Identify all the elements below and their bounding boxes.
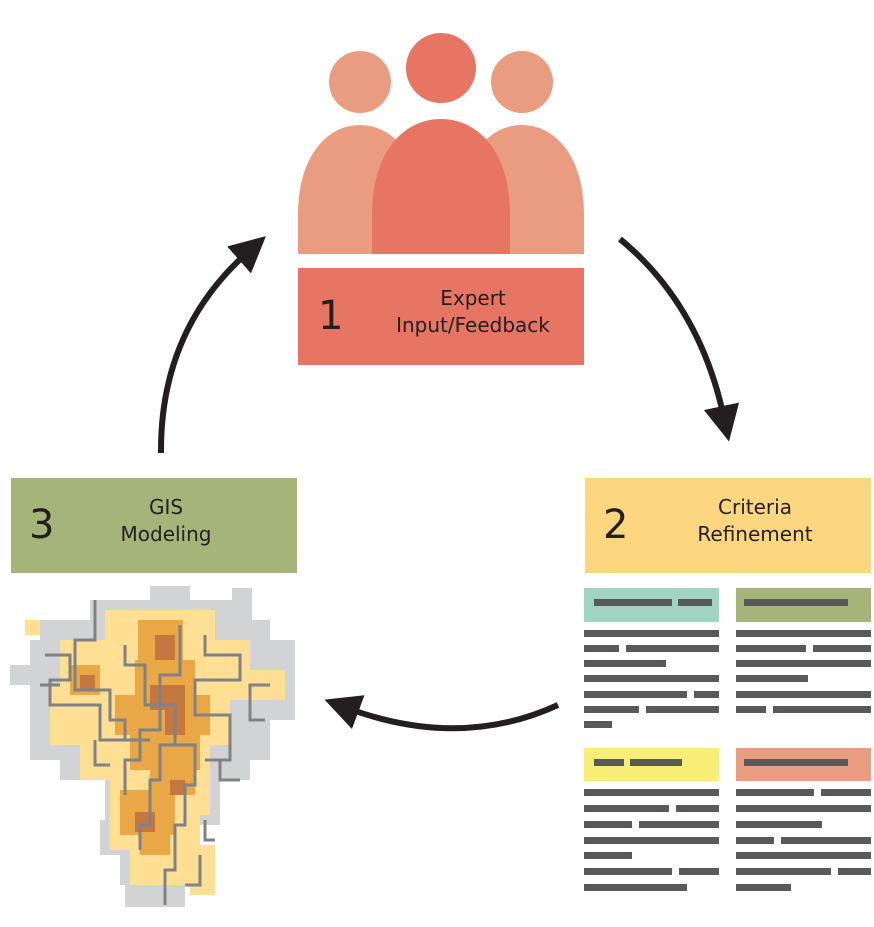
step-1-label-line2: Input/Feedback bbox=[396, 313, 550, 337]
step-2-label: Criteria Refinement bbox=[655, 494, 855, 548]
step-1-number: 1 bbox=[318, 293, 344, 339]
arrow-2-to-3 bbox=[324, 695, 560, 732]
people-group-icon bbox=[298, 33, 584, 254]
step-1-box: 1 Expert Input/Feedback bbox=[298, 268, 584, 365]
step-2-label-line1: Criteria bbox=[718, 495, 792, 519]
step-3-label-line2: Modeling bbox=[120, 522, 212, 546]
gis-grid-map-icon bbox=[10, 586, 295, 907]
step-2-label-line2: Refinement bbox=[697, 522, 813, 546]
criteria-documents-icon bbox=[584, 588, 871, 891]
arrow-1-to-2 bbox=[618, 236, 740, 442]
step-1-label-line1: Expert bbox=[440, 286, 506, 310]
step-3-box: 3 GIS Modeling bbox=[11, 478, 297, 573]
step-3-label-line1: GIS bbox=[148, 495, 184, 519]
step-3-number: 3 bbox=[29, 502, 55, 548]
arrow-3-to-1 bbox=[157, 236, 266, 454]
step-2-number: 2 bbox=[603, 502, 629, 548]
step-1-label: Expert Input/Feedback bbox=[368, 285, 578, 339]
step-3-label: GIS Modeling bbox=[81, 494, 251, 548]
step-2-box: 2 Criteria Refinement bbox=[585, 478, 871, 573]
